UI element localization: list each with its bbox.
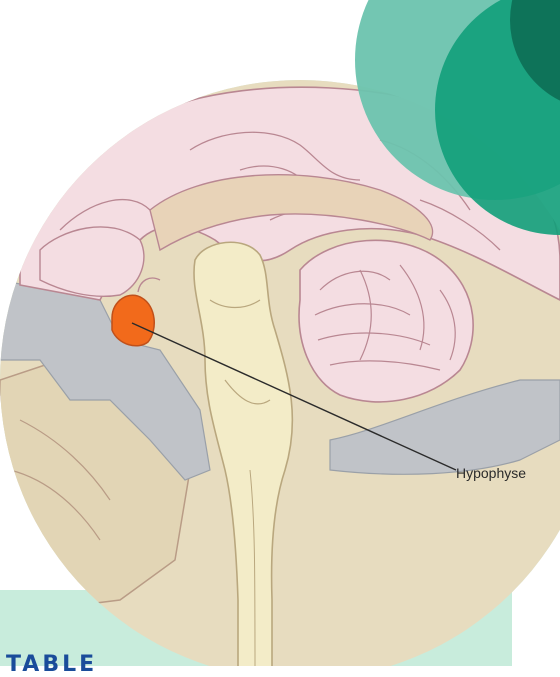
banner-title: TABLE	[6, 652, 97, 677]
hypophysis	[112, 295, 154, 346]
hypophyse-label: Hypophyse	[456, 465, 526, 481]
